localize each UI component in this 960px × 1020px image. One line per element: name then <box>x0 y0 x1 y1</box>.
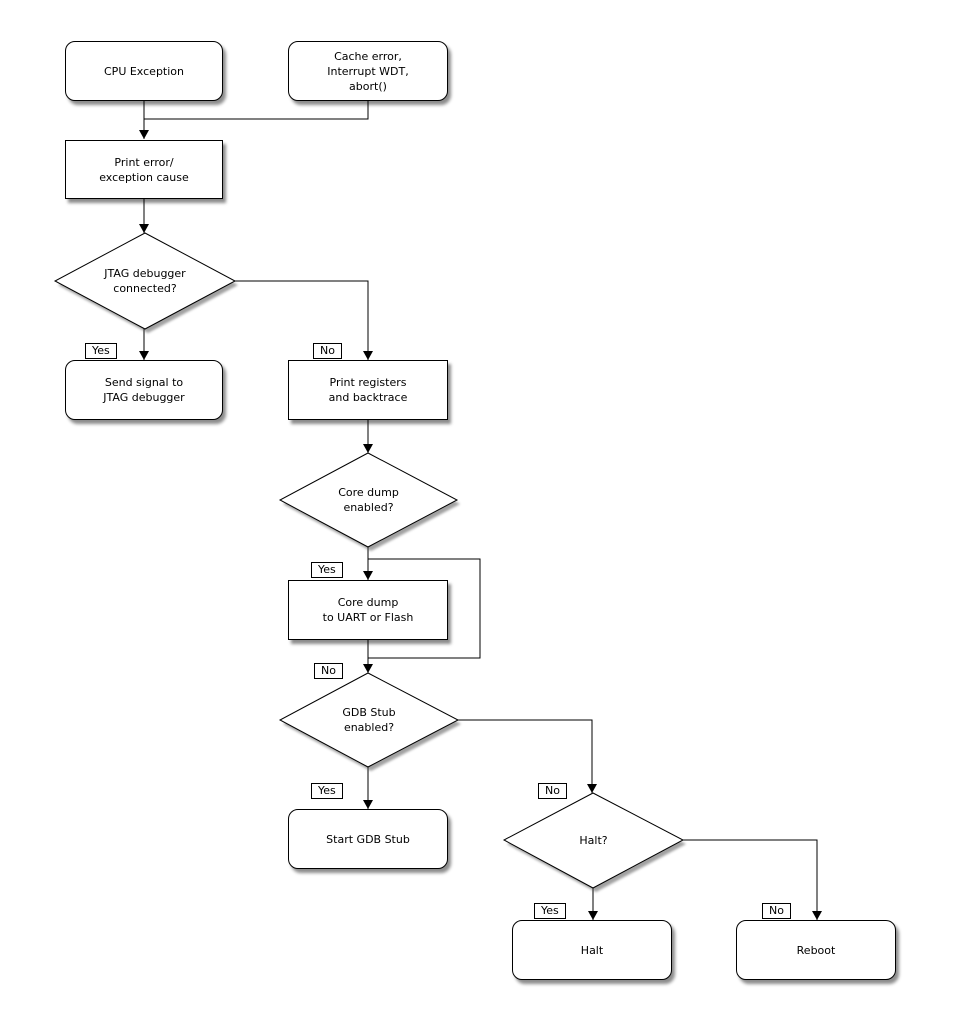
jtag-diamond-shape <box>53 232 237 330</box>
node-print-error: Print error/ exception cause <box>65 140 223 199</box>
coredump-diamond-shape <box>278 452 459 548</box>
arrowheads <box>139 130 822 920</box>
node-reboot: Reboot <box>736 920 896 980</box>
arrow-into-coredump-diamond <box>363 444 373 453</box>
edge-label-gdb-yes: Yes <box>311 783 343 799</box>
arrow-into-print-registers <box>363 351 373 360</box>
node-halt: Halt <box>512 920 672 980</box>
arrow-into-gdb-diamond <box>363 664 373 673</box>
halt-decision-diamond <box>502 792 686 892</box>
edge-coredump-no-bypass <box>368 558 481 659</box>
arrow-into-jtag-diamond <box>139 224 149 233</box>
arrow-into-halt-diamond <box>587 784 597 793</box>
edge-cache-error-merge <box>144 101 369 120</box>
node-start-gdb-stub: Start GDB Stub <box>288 809 448 869</box>
edge-label-halt-no: No <box>762 903 791 919</box>
edge-label-jtag-no: No <box>313 343 342 359</box>
arrow-into-halt-box <box>588 911 598 920</box>
gdb-decision-diamond <box>278 672 461 771</box>
edge-label-jtag-yes: Yes <box>85 343 117 359</box>
arrow-into-send-signal <box>139 351 149 360</box>
coredump-decision-diamond <box>278 452 460 551</box>
halt-diamond-shape <box>502 792 685 889</box>
edge-jtag-no <box>235 280 369 360</box>
edge-halt-no <box>683 839 818 920</box>
edge-label-coredump-no: No <box>314 663 343 679</box>
node-print-registers: Print registers and backtrace <box>288 360 448 420</box>
arrow-into-start-gdb <box>363 800 373 809</box>
arrow-into-reboot-box <box>812 911 822 920</box>
node-send-signal: Send signal to JTAG debugger <box>65 360 223 420</box>
arrow-into-print-error <box>139 130 149 139</box>
edges <box>143 101 818 920</box>
edge-label-coredump-yes: Yes <box>311 562 343 578</box>
node-cache-error: Cache error, Interrupt WDT, abort() <box>288 41 448 101</box>
node-cpu-exception: CPU Exception <box>65 41 223 101</box>
gdb-diamond-shape <box>278 672 460 768</box>
edge-gdb-no <box>458 719 593 793</box>
arrow-into-coredump-box <box>363 571 373 580</box>
edge-label-gdb-no: No <box>538 783 567 799</box>
edge-label-halt-yes: Yes <box>534 903 566 919</box>
jtag-decision-diamond <box>53 232 238 333</box>
node-core-dump: Core dump to UART or Flash <box>288 580 448 640</box>
